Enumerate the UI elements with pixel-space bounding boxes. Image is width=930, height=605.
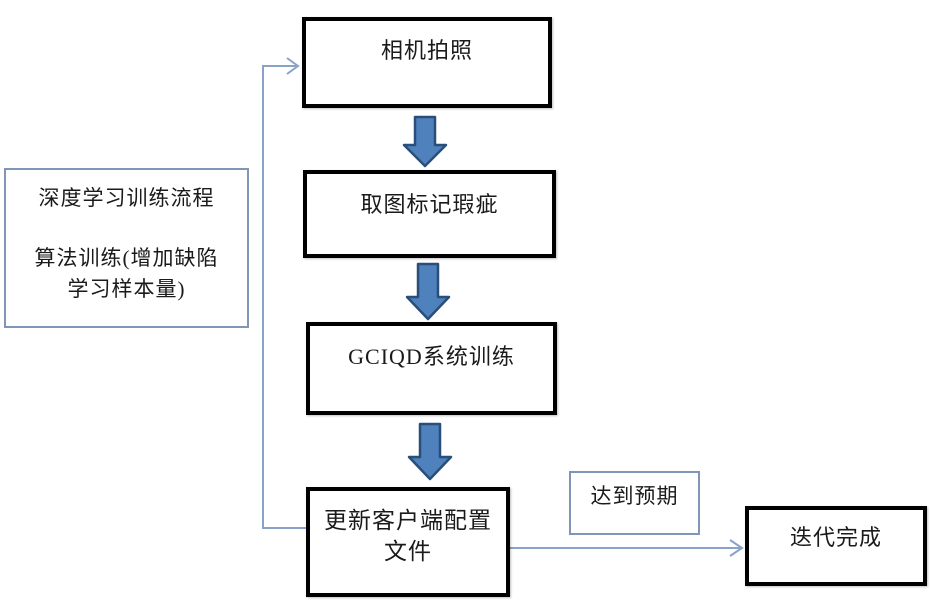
note-line-2: 算法训练(增加缺陷 <box>34 246 219 270</box>
edge-label-meets-expectation: 达到预期 <box>569 471 700 535</box>
note-line-1: 深度学习训练流程 <box>38 186 215 210</box>
node-iteration-done-label: 迭代完成 <box>789 525 882 550</box>
feedback-connector-line <box>262 65 306 529</box>
node-update-config: 更新客户端配置 文件 <box>306 487 510 597</box>
down-block-arrow-1-icon <box>402 115 448 168</box>
edge-label-meets-expectation-text: 达到预期 <box>590 484 679 508</box>
down-block-arrow-2-icon <box>405 262 451 321</box>
node-system-training-label: GCIQD系统训练 <box>348 344 515 369</box>
feedback-connector-arrowhead-icon <box>286 57 300 75</box>
expectation-connector-arrowhead-icon <box>729 539 744 557</box>
down-block-arrow-3-icon <box>407 422 453 481</box>
node-camera: 相机拍照 <box>302 17 552 108</box>
node-iteration-done: 迭代完成 <box>745 506 927 586</box>
note-box: 深度学习训练流程 算法训练(增加缺陷 学习样本量) <box>4 168 249 328</box>
node-mark-defects: 取图标记瑕疵 <box>303 170 556 258</box>
node-update-config-label-line2: 文件 <box>384 539 432 564</box>
node-mark-defects-label: 取图标记瑕疵 <box>360 192 499 217</box>
node-update-config-label-line1: 更新客户端配置 <box>324 508 492 533</box>
node-camera-label: 相机拍照 <box>380 38 473 63</box>
note-line-3: 学习样本量) <box>67 277 186 301</box>
node-system-training: GCIQD系统训练 <box>306 322 557 415</box>
